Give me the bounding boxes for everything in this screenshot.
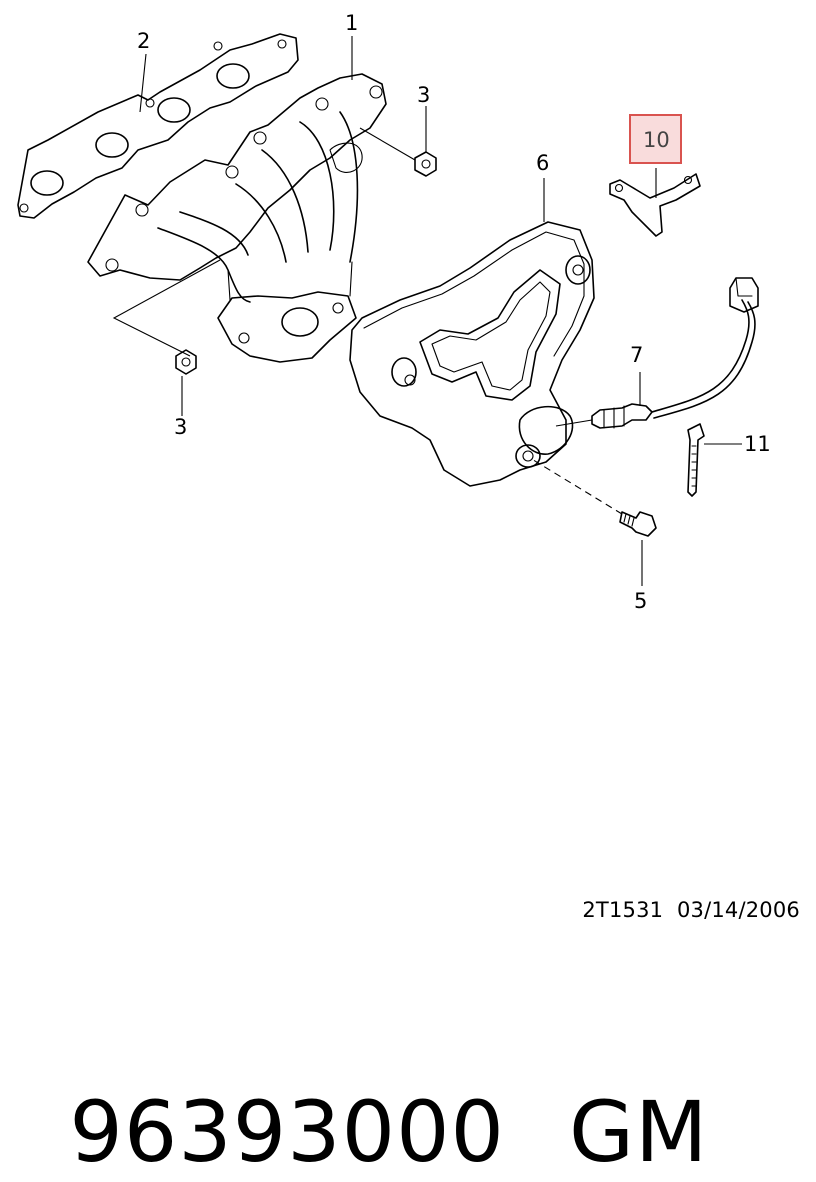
callout-3-bottom: 3 xyxy=(174,415,187,439)
callout-7: 7 xyxy=(630,343,643,367)
part-2-gasket xyxy=(17,33,299,219)
highlight-box xyxy=(629,114,682,164)
part-6-heat-shield xyxy=(349,221,595,487)
diagram-code: 2T1531 03/14/2006 xyxy=(582,898,800,922)
callout-5: 5 xyxy=(634,589,647,613)
callout-11: 11 xyxy=(744,432,771,456)
part-10-bracket xyxy=(609,173,701,237)
callout-10: 10 xyxy=(643,128,670,152)
part-3-nut-top xyxy=(414,151,437,177)
callout-3-top: 3 xyxy=(417,83,430,107)
leader-lines xyxy=(112,36,742,586)
part-3-nut-bottom xyxy=(175,349,197,375)
part-7-oxygen-sensor xyxy=(591,277,759,429)
callout-6: 6 xyxy=(536,151,549,175)
brand-name: GM xyxy=(568,1083,709,1181)
exploded-parts-diagram: 2 1 3 3 6 7 11 5 10 xyxy=(17,11,771,613)
callout-1: 1 xyxy=(345,11,358,35)
part-11-cable-tie xyxy=(687,423,705,497)
callout-10-highlight: 10 xyxy=(629,114,682,164)
part-1-exhaust-manifold xyxy=(87,73,387,363)
part-number: 96393000 xyxy=(69,1083,505,1181)
part-5-bolt xyxy=(619,511,657,537)
callout-2: 2 xyxy=(137,29,150,53)
part-footer: 96393000 GM xyxy=(14,982,709,1182)
